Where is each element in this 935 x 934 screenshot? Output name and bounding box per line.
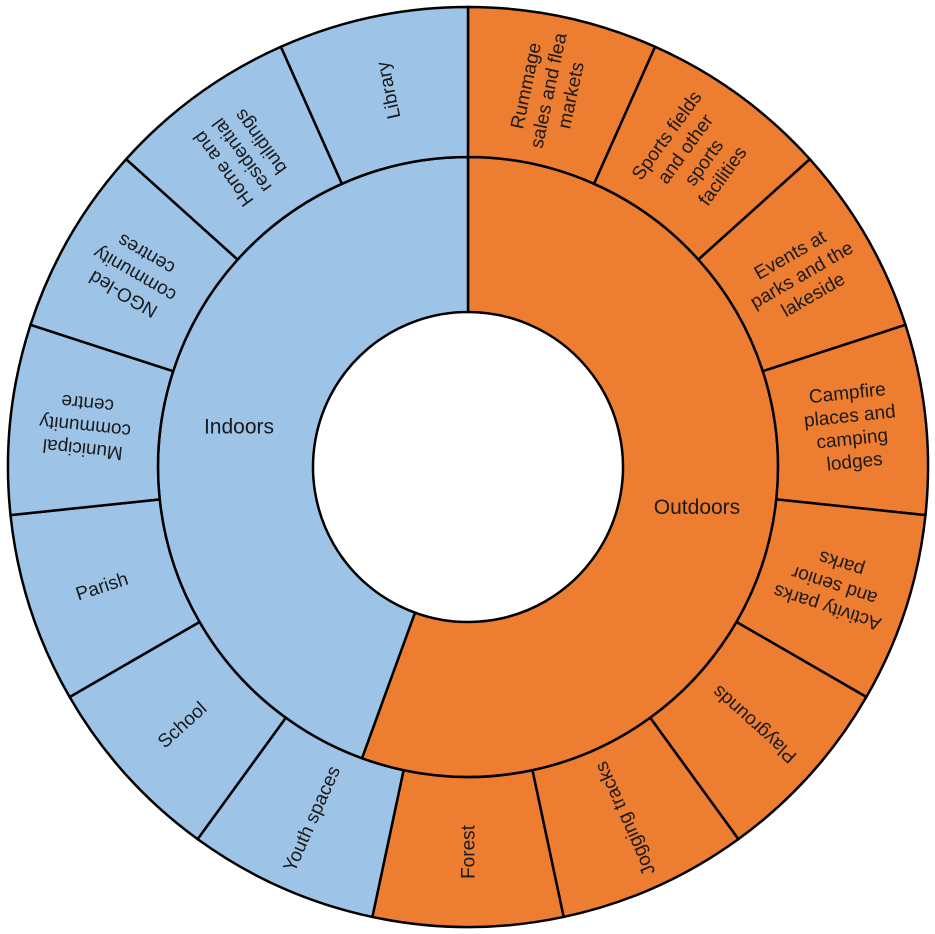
inner-label-outdoors: Outdoors	[654, 496, 740, 519]
outer-ring	[6, 5, 930, 929]
inner-ring-labels: Outdoors Indoors	[204, 415, 740, 519]
outer-label-forest: Forest	[459, 824, 480, 879]
outer-segment-library	[279, 5, 470, 186]
inner-label-indoors: Indoors	[204, 415, 274, 438]
inner-ring	[156, 155, 780, 779]
